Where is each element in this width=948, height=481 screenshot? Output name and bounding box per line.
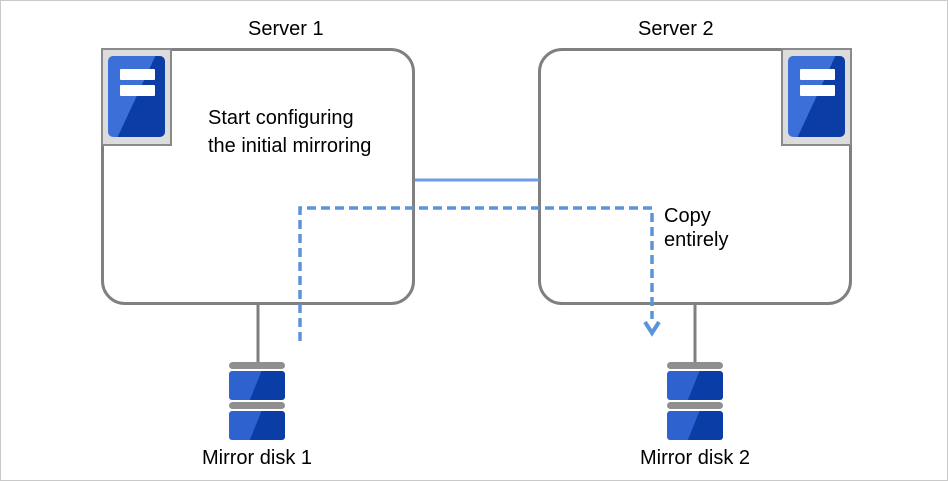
disk-cap [667, 402, 723, 409]
mirror-disk1-icon [229, 362, 285, 442]
server2-box [538, 48, 852, 305]
disk-cap [229, 362, 285, 369]
mirror-disk2-icon [667, 362, 723, 442]
server1-title: Server 1 [248, 18, 324, 40]
server2-icon [781, 48, 852, 146]
disk-platter [667, 371, 723, 400]
server-slot-icon [120, 85, 155, 96]
disk1-label: Mirror disk 1 [201, 447, 312, 469]
server-slot-icon [120, 69, 155, 80]
disk-platter [667, 411, 723, 440]
copy-flow-arrowhead-icon [643, 320, 661, 337]
disk-cap [667, 362, 723, 369]
server2-title: Server 2 [638, 18, 714, 40]
server-slot-icon [800, 85, 835, 96]
disk-platter [229, 371, 285, 400]
disk-platter [229, 411, 285, 440]
server1-note: Start configuring the initial mirroring [208, 107, 372, 157]
server1-box [101, 48, 415, 305]
copy-flow-dashed-line [298, 206, 654, 341]
server-tower-icon [108, 56, 165, 137]
server-slot-icon [800, 69, 835, 80]
disk-cap [229, 402, 285, 409]
server-tower-icon [788, 56, 845, 137]
copy-entirely-label: Copy entirely [664, 205, 729, 251]
disk2-label: Mirror disk 2 [639, 447, 750, 469]
server1-icon [101, 48, 172, 146]
